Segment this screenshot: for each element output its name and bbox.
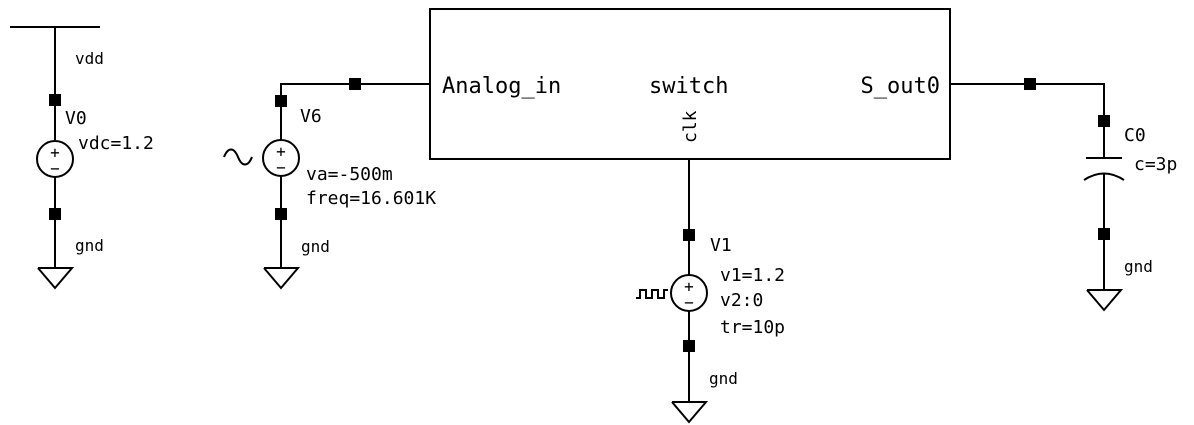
c0-bottom-pin[interactable] xyxy=(1098,228,1110,240)
analog-in-pin-label: Analog_in xyxy=(442,74,561,99)
v1-bottom-pin[interactable] xyxy=(683,340,695,352)
svg-text:+: + xyxy=(50,143,60,162)
svg-text:+: + xyxy=(684,277,694,296)
clk-pin-label: clk xyxy=(680,110,701,143)
load-capacitor-c0[interactable]: C0 c=3p gnd xyxy=(950,78,1177,312)
svg-text:−: − xyxy=(50,159,60,178)
svg-text:+: + xyxy=(276,142,286,161)
c0-gnd-label: gnd xyxy=(1124,257,1153,276)
dc-voltage-source-icon: + − xyxy=(36,140,74,178)
ground-icon xyxy=(1086,289,1124,312)
s-out0-net-pin[interactable] xyxy=(1024,78,1036,90)
input-source-v6[interactable]: + − V6 va=-500m freq=16.601K gnd xyxy=(223,78,436,290)
v6-to-analog-in-wire xyxy=(280,83,430,140)
v6-frequency-label: freq=16.601K xyxy=(306,188,436,209)
v1-v1-label: v1=1.2 xyxy=(720,265,785,286)
v0-bottom-pin[interactable] xyxy=(49,208,61,220)
switch-block[interactable]: Analog_in switch S_out0 clk xyxy=(429,8,951,160)
svg-text:−: − xyxy=(276,158,286,177)
v1-top-pin[interactable] xyxy=(683,229,695,241)
analog-in-net-pin[interactable] xyxy=(349,78,361,90)
v1-v2-label: v2:0 xyxy=(720,290,763,311)
switch-name-label: switch xyxy=(649,74,728,99)
supply-source-v0[interactable]: + − vdd V0 vdc=1.2 gnd xyxy=(10,26,154,290)
vdd-label: vdd xyxy=(75,49,104,68)
ground-icon xyxy=(263,267,301,290)
v6-gnd-label: gnd xyxy=(301,237,330,256)
c0-instance-label: C0 xyxy=(1124,125,1146,146)
capacitor-icon xyxy=(1083,157,1125,181)
v6-amplitude-label: va=-500m xyxy=(306,164,393,185)
sine-voltage-source-icon: + − xyxy=(223,139,300,177)
ground-icon xyxy=(671,401,709,424)
clock-source-v1[interactable]: + − V1 v1=1.2 v2:0 tr=10p gnd xyxy=(636,159,785,424)
v0-top-pin[interactable] xyxy=(49,94,61,106)
c0-param-label: c=3p xyxy=(1134,154,1177,175)
v1-tr-label: tr=10p xyxy=(720,317,785,338)
s-out0-pin-label: S_out0 xyxy=(861,74,940,99)
svg-text:−: − xyxy=(684,293,694,312)
v6-bottom-pin[interactable] xyxy=(275,208,287,220)
v0-gnd-label: gnd xyxy=(75,236,104,255)
v6-instance-label: V6 xyxy=(300,106,322,127)
c0-top-pin[interactable] xyxy=(1098,115,1110,127)
v1-instance-label: V1 xyxy=(710,235,732,256)
v0-param-label: vdc=1.2 xyxy=(78,133,154,154)
pulse-voltage-source-icon: + − xyxy=(636,274,708,312)
v6-top-pin[interactable] xyxy=(275,95,287,107)
v1-gnd-label: gnd xyxy=(709,369,738,388)
s-out0-wire xyxy=(950,83,1105,158)
ground-icon xyxy=(37,267,75,290)
v0-instance-label: V0 xyxy=(65,108,87,129)
